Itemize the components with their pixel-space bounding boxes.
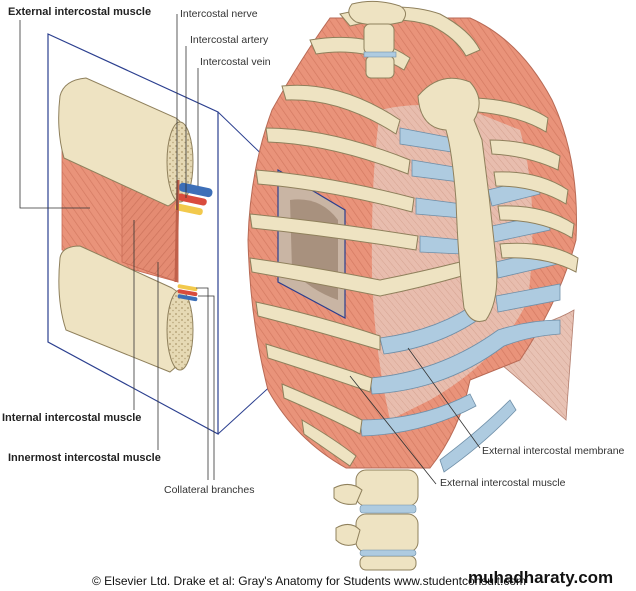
inset-lower-rib-section — [166, 289, 194, 371]
label-innermost-intercostal-muscle: Innermost intercostal muscle — [8, 452, 161, 464]
rib-3 — [281, 84, 401, 135]
label-collateral-branches: Collateral branches — [164, 484, 255, 496]
label-external-intercostal-muscle-left: External intercostal muscle — [8, 6, 152, 18]
watermark: muhadharaty.com — [468, 568, 614, 587]
rib-9 — [265, 343, 373, 393]
inset-nerve-upper — [175, 203, 203, 216]
rib-10 — [281, 383, 363, 435]
upper-vertebrae — [348, 0, 406, 79]
rib-r7 — [499, 242, 579, 273]
upper-neurovascular-bundle — [175, 182, 213, 216]
leader-lines — [19, 14, 481, 485]
collateral-artery — [177, 289, 198, 297]
leader-external-intercostal-membrane — [407, 347, 481, 449]
thorax — [247, 0, 579, 571]
collateral-branches-bundle — [177, 284, 198, 302]
inset-upper-rib-section — [166, 121, 194, 203]
copyright-credit: © Elsevier Ltd. Drake et al: Gray's Anat… — [92, 574, 526, 588]
sternum — [417, 77, 498, 322]
leader-collateral-b — [198, 295, 215, 480]
rib-6 — [249, 213, 419, 251]
rib-8 — [255, 301, 381, 351]
innermost-muscle-band — [174, 179, 180, 283]
rib-r4 — [489, 139, 561, 171]
rib-r3 — [475, 97, 549, 133]
upper-disc — [363, 51, 397, 58]
inset-vein-upper — [178, 182, 213, 198]
rib-5 — [255, 169, 415, 213]
ribs — [249, 6, 579, 467]
lower-vertebrae — [333, 469, 419, 571]
label-external-intercostal-membrane: External intercostal membrane — [482, 445, 625, 457]
label-intercostal-artery: Intercostal artery — [190, 34, 269, 46]
rib-r5 — [493, 171, 569, 205]
leader-external-intercostal-left — [19, 20, 90, 209]
label-intercostal-nerve: Intercostal nerve — [180, 8, 258, 20]
label-internal-intercostal-muscle: Internal intercostal muscle — [2, 412, 142, 424]
inset-panel — [47, 33, 346, 436]
rib-r6 — [497, 205, 575, 239]
collateral-vein — [177, 294, 198, 302]
leader-collateral-a — [196, 287, 209, 480]
label-intercostal-vein: Intercostal vein — [200, 56, 271, 68]
leader-external-intercostal-muscle-right — [349, 375, 437, 485]
rib-11 — [301, 419, 357, 467]
rib-4 — [265, 127, 411, 175]
label-external-intercostal-muscle-right: External intercostal muscle — [440, 477, 566, 489]
inset-artery-upper — [177, 193, 207, 206]
collateral-nerve — [177, 284, 198, 292]
intervertebral-discs — [359, 504, 417, 557]
